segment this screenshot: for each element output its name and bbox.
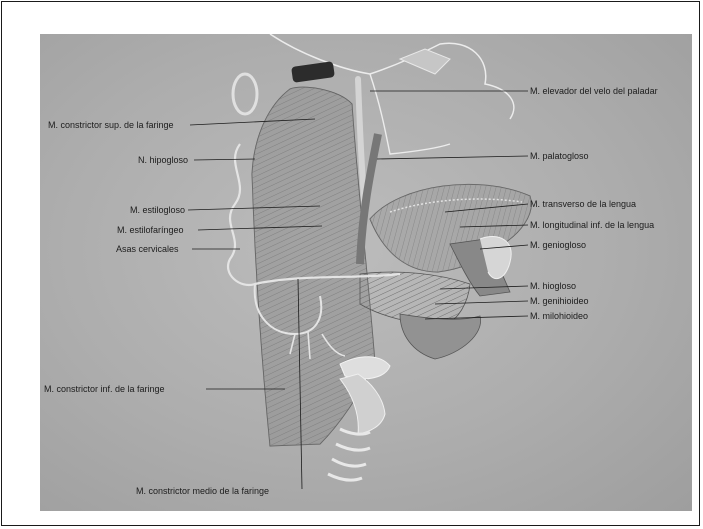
label-hipogloso: N. hipogloso — [138, 155, 188, 166]
label-constrictor-sup: M. constrictor sup. de la faringe — [48, 120, 174, 131]
leader-genihioideo — [435, 301, 528, 304]
leader-estilogloso — [188, 206, 320, 210]
label-asas-cervicales: Asas cervicales — [116, 244, 179, 255]
leader-lines — [40, 34, 692, 511]
label-milohioideo: M. milohioideo — [530, 311, 588, 322]
leader-constrictor-sup — [190, 119, 315, 125]
leader-palatogloso — [377, 156, 528, 159]
label-elevador-velo: M. elevador del velo del paladar — [530, 86, 658, 97]
label-hiogloso: M. hiogloso — [530, 281, 576, 292]
label-genihioideo: M. genihioideo — [530, 296, 589, 307]
leader-geniogloso — [480, 245, 528, 249]
label-geniogloso: M. geniogloso — [530, 240, 586, 251]
label-transverso-lengua: M. transverso de la lengua — [530, 199, 636, 210]
leader-transverso — [445, 204, 528, 212]
anatomy-illustration: M. constrictor sup. de la faringe N. hip… — [40, 34, 692, 511]
leader-estilofaringeo — [198, 226, 322, 230]
leader-hiogloso — [440, 286, 528, 289]
leader-constrictor-medio — [298, 279, 302, 489]
label-palatogloso: M. palatogloso — [530, 151, 589, 162]
leader-hipogloso — [194, 159, 255, 160]
leader-longitudinal — [460, 225, 528, 227]
label-estilofaringeo: M. estilofaríngeo — [117, 225, 184, 236]
label-estilogloso: M. estilogloso — [130, 205, 185, 216]
leader-milohioideo — [425, 316, 528, 319]
label-constrictor-medio: M. constrictor medio de la faringe — [136, 486, 269, 497]
label-constrictor-inf: M. constrictor inf. de la faringe — [44, 384, 165, 395]
label-longitudinal-inf: M. longitudinal inf. de la lengua — [530, 220, 654, 231]
